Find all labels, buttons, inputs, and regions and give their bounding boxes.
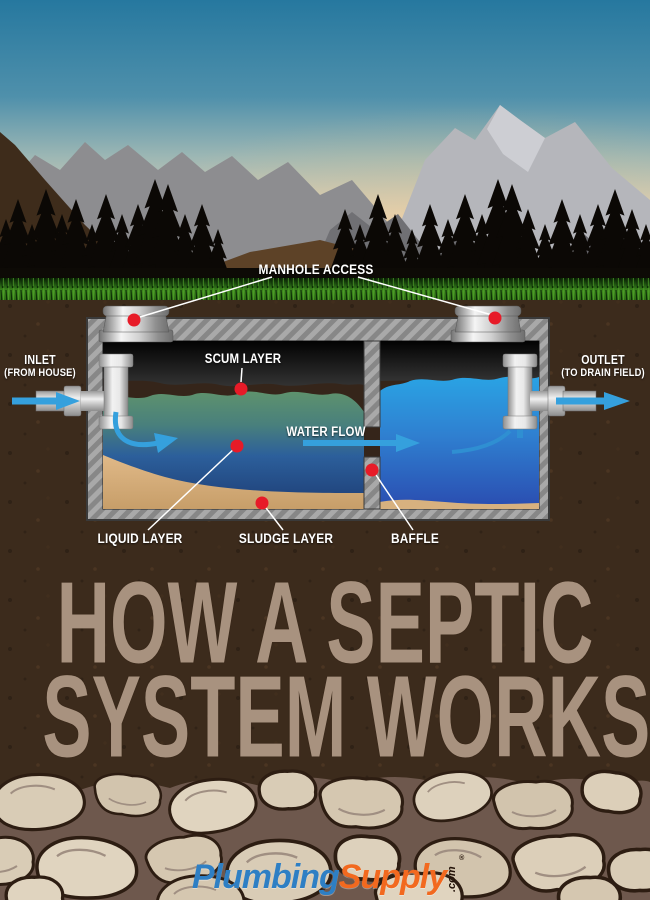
- manhole-riser-left: [98, 305, 174, 343]
- label-outlet: OUTLET (TO DRAIN FIELD): [561, 353, 645, 379]
- logo-com-wrap: .com®: [446, 855, 464, 894]
- logo-plumbing-text: Plumbing: [191, 858, 340, 896]
- label-sludge-layer: SLUDGE LAYER: [238, 530, 334, 546]
- septic-tank: [12, 305, 630, 521]
- outlet-flow-arrow: [556, 392, 630, 410]
- label-outlet-sub: (TO DRAIN FIELD): [561, 367, 645, 379]
- label-inlet: INLET (FROM HOUSE): [4, 353, 76, 379]
- poster-title-line2: SYSTEM WORKS: [42, 653, 650, 783]
- label-liquid-layer: LIQUID LAYER: [97, 530, 183, 546]
- second-chamber: [380, 341, 539, 509]
- sludge-left: [103, 455, 364, 509]
- rock-layer: [0, 765, 650, 900]
- label-inlet-sub: (FROM HOUSE): [4, 367, 76, 379]
- label-scum-layer: SCUM LAYER: [204, 351, 282, 366]
- label-outlet-title: OUTLET: [581, 353, 625, 367]
- poster-title-line1: HOW A SEPTIC: [56, 559, 594, 689]
- label-baffle: BAFFLE: [391, 530, 439, 546]
- label-manhole-access: MANHOLE ACCESS: [258, 261, 374, 277]
- baffle-wall: [363, 340, 381, 510]
- callout-lines: [139, 276, 493, 531]
- logo-supply-text: Supply: [338, 858, 447, 896]
- logo-com-text: .com: [446, 866, 459, 892]
- callout-markers: [127, 311, 502, 510]
- sludge-right: [380, 499, 539, 509]
- water-flow-arrow: [303, 434, 420, 452]
- label-inlet-title: INLET: [24, 353, 56, 367]
- manhole-riser-right: [450, 305, 526, 343]
- label-water-flow: WATER FLOW: [286, 424, 366, 439]
- outlet-pipe: [451, 353, 597, 454]
- inlet-flow-arrow: [12, 392, 178, 453]
- grass-strip: [0, 278, 650, 302]
- registered-mark: ®: [459, 855, 464, 862]
